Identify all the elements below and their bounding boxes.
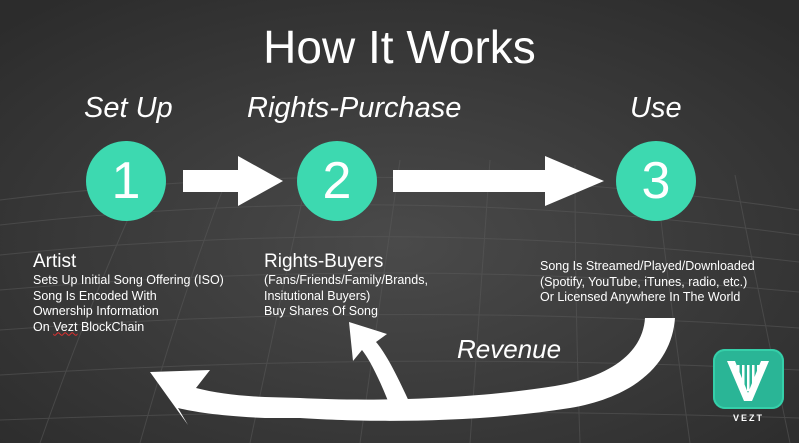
step-circle-2: 2 [297, 141, 377, 221]
artist-line-1: Sets Up Initial Song Offering (ISO) [33, 273, 224, 287]
buyers-line-2: Insitutional Buyers) [264, 288, 371, 303]
revenue-branch-arrow [349, 322, 412, 411]
artist-line-4-brand: Vezt [53, 319, 78, 334]
use-line-1: Song Is Streamed/Played/Downloaded [540, 259, 755, 273]
artist-line-2: Song Is Encoded With [33, 288, 157, 303]
buyers-description: (Fans/Friends/Family/Brands, Insitutiona… [264, 273, 428, 320]
use-description: Song Is Streamed/Played/Downloaded (Spot… [540, 259, 766, 306]
artist-heading: Artist [33, 251, 77, 272]
stage-label-rights-purchase: Rights-Purchase [247, 92, 462, 124]
arrow-1-to-2 [183, 156, 283, 206]
buyers-line-1: (Fans/Friends/Family/Brands, [264, 273, 428, 287]
revenue-label: Revenue [457, 334, 562, 364]
artist-line-4: On Vezt BlockChain [33, 320, 224, 336]
artist-description: Sets Up Initial Song Offering (ISO) Song… [33, 273, 224, 335]
stage-label-setup: Set Up [84, 92, 173, 124]
buyers-line-3: Buy Shares Of Song [264, 304, 378, 318]
stage-label-use: Use [630, 92, 682, 124]
revenue-flow-arrow [150, 318, 675, 425]
vezt-v-icon [727, 361, 769, 401]
buyers-heading: Rights-Buyers [264, 251, 384, 272]
artist-line-4-prefix: On [33, 319, 54, 334]
page-title: How It Works [263, 21, 536, 73]
arrow-2-to-3 [393, 156, 604, 206]
use-line-2: (Spotify, YouTube, iTunes, radio, etc.) [540, 274, 748, 289]
artist-line-4-suffix: BlockChain [77, 319, 145, 334]
step-circle-3: 3 [616, 141, 696, 221]
brand-name: VEZT [732, 413, 764, 423]
artist-line-3: Ownership Information [33, 304, 159, 318]
step-circle-1: 1 [86, 141, 166, 221]
vezt-logo [713, 349, 784, 409]
use-line-3: Or Licensed Anywhere In The World [540, 290, 741, 304]
